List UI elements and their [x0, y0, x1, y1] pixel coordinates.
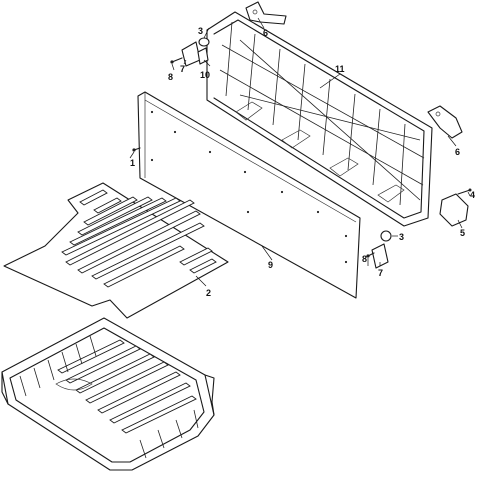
callout-1: 1: [130, 158, 135, 168]
tub-floor-ribs: [57, 339, 197, 434]
callout-6-top: 6: [263, 28, 268, 38]
part-1-screw-left: [132, 147, 141, 152]
part-9-divider-panel: [137, 91, 361, 299]
callout-5: 5: [460, 228, 465, 238]
callout-6-right: 6: [455, 147, 460, 157]
part-7-bracket-lower: [371, 243, 389, 269]
part-2-slotted-floor-mat: [3, 182, 229, 319]
part-11-ribbed-back-panel: [206, 11, 433, 227]
tub-side-ribs: [19, 335, 199, 459]
part-5-bracket-right: [439, 193, 469, 227]
panel-rivets: [150, 110, 348, 264]
cargo-bed-tub: [1, 317, 215, 471]
callout-7-upper: 7: [180, 64, 185, 74]
part-3-bushing-upper: [198, 37, 210, 47]
part-6-latch-top: [245, 1, 287, 25]
callout-3-upper: 3: [198, 26, 203, 36]
callout-9: 9: [268, 260, 273, 270]
callout-labels: 1 2 3 3 4 5 6 6 7 7 8 8 9 10 11: [130, 26, 475, 298]
part-10-bracket-pin: [197, 47, 209, 65]
callout-11: 11: [335, 64, 345, 74]
callout-4: 4: [470, 190, 475, 200]
part-8-screw-lower: [366, 252, 375, 258]
part-3-bushing-lower: [380, 230, 392, 242]
callout-7-lower: 7: [378, 268, 383, 278]
part-8-screw-upper: [170, 57, 183, 64]
leader-lines: [129, 17, 471, 287]
callout-8-upper: 8: [168, 72, 173, 82]
part-6-latch-right: [427, 105, 463, 139]
callout-2: 2: [206, 288, 211, 298]
callout-3-lower: 3: [399, 232, 404, 242]
floor-slots: [61, 189, 217, 288]
callout-10: 10: [200, 70, 210, 80]
callout-8-lower: 8: [362, 254, 367, 264]
part-4-screw-right: [457, 188, 472, 195]
